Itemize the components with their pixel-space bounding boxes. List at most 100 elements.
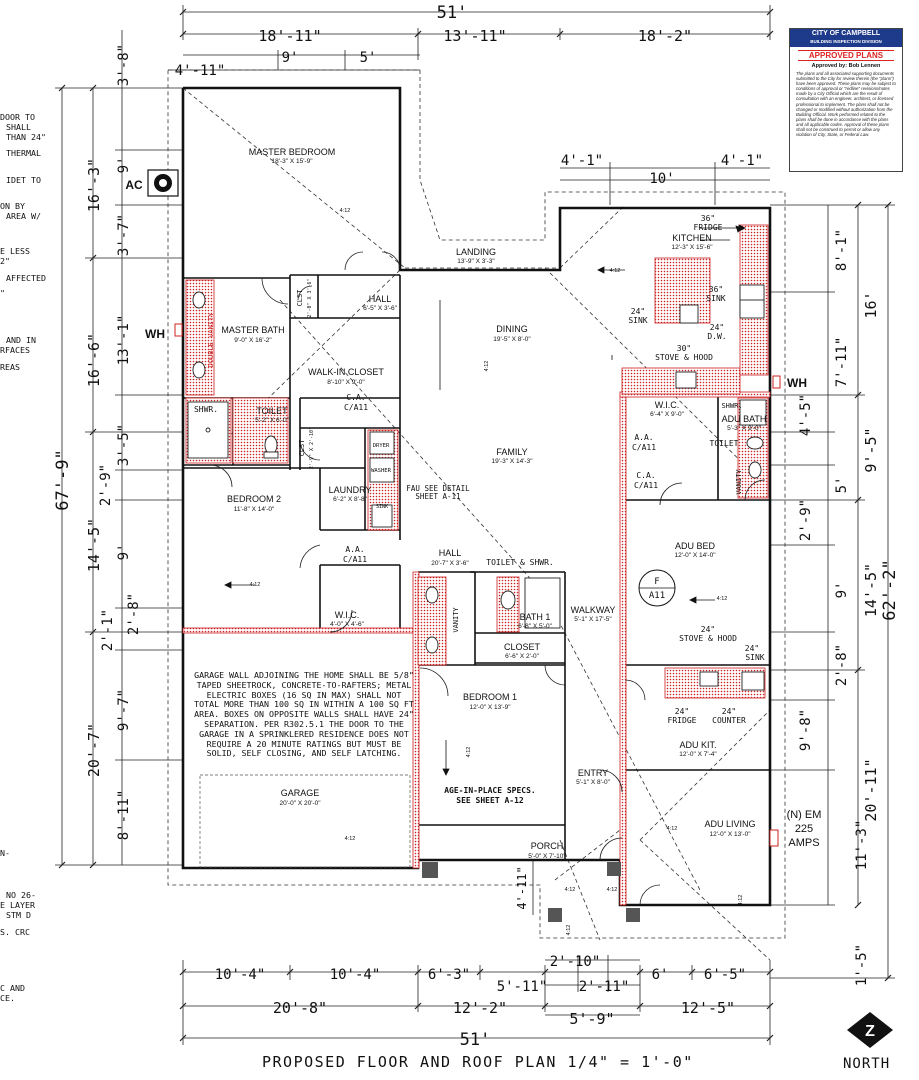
adu-fridge-label: FRIDGE — [668, 716, 697, 725]
slope-label: 4:12 — [610, 268, 621, 274]
ca-sheet: C/A11 — [344, 403, 368, 412]
slope-labels: 4:12 4:12 4:12 4:12 4:12 4:12 4:12 4:12 … — [250, 208, 744, 935]
wh-left-label: WH — [145, 327, 165, 341]
dimension-text: 51' 18'-11" 13'-11" 18'-2" 9' 5' 4'-11" … — [175, 3, 763, 1050]
room-dining-size: 19'-5" X 8'-0" — [493, 336, 531, 343]
slope-label: 4:12 — [565, 887, 576, 893]
dimension-lines — [55, 5, 895, 1045]
adu-stove-size: 24" — [701, 625, 715, 634]
room-bedroom-1-size: 12'-0" X 13'-9" — [469, 704, 511, 711]
door-swings — [209, 251, 766, 906]
room-dining: DINING — [496, 324, 528, 334]
room-bath-1-size: 6'-8" X 5'-0" — [518, 623, 553, 630]
adu-vanity-label: VANITY — [735, 469, 743, 495]
dim-right-mid-4: 20'-11" — [862, 758, 880, 821]
dim-right-inner-10: 1'-5" — [854, 944, 870, 986]
dim-bottom-3: 6'-3" — [428, 967, 470, 983]
ca2-label: C.A. — [636, 471, 655, 480]
room-landing: LANDING — [456, 247, 496, 257]
left-note-line: AFFECTED — [6, 273, 46, 283]
slope-label: 4:12 — [717, 596, 728, 602]
dim-right-inner-2: 7'-11" — [834, 337, 850, 388]
dim-bottom-7: 6'-5" — [704, 967, 746, 983]
room-hall-size: 6'-5" X 3'-6" — [363, 305, 398, 312]
left-note-line: E LESS — [0, 246, 30, 256]
stove30-size: 30" — [677, 344, 691, 353]
slope-label: 4:12 — [250, 582, 261, 588]
roof-outline — [167, 69, 786, 961]
room-adu-bath-size: 5'-3" X 9'-0" — [727, 425, 762, 432]
room-closet: CLOSET — [504, 642, 541, 652]
room-adu-bed: ADU BED — [675, 541, 716, 551]
aa-label: A.A. — [345, 545, 364, 554]
left-note-line: ON BY — [0, 201, 25, 211]
room-hall-2-size: 20'-7" X 3'-6" — [431, 560, 469, 567]
dim-right-inner-5: 2'-9" — [798, 499, 814, 541]
dw-label: D.W. — [707, 332, 726, 341]
dimension-ticks — [58, 8, 892, 1042]
dim-left-inner-4: 13'-1" — [116, 315, 132, 366]
fixtures — [187, 284, 767, 691]
dim-bottom-5: 2'-11" — [579, 979, 630, 995]
adu-fridge-size: 24" — [675, 707, 689, 716]
slope-label: 4:12 — [738, 895, 744, 906]
room-wic-adu: W.I.C. — [655, 400, 680, 410]
dim-right-inner-7: 2'-8" — [834, 644, 850, 686]
left-note-line: THERMAL — [6, 148, 41, 158]
left-note-line: E LAYER — [0, 900, 35, 910]
dim-overall-bottom: 51' — [460, 1030, 491, 1050]
room-entry: ENTRY — [578, 768, 608, 778]
garage-wall-note: GARAGE WALL ADJOINING THE HOME SHALL BE … — [194, 670, 414, 759]
slope-label: 4:12 — [667, 826, 678, 832]
left-note-line: IDET TO — [6, 175, 41, 185]
left-note-line: AREA W/ — [6, 211, 41, 221]
dim-kitchen-top-1: 4'-1" — [561, 153, 603, 169]
dim-left-mid-1: 16'-3" — [85, 158, 103, 212]
dim-bottom-2: 10'-4" — [330, 967, 381, 983]
dim-right-inner-9: 11'-3" — [854, 820, 870, 871]
clst1-label: CLST — [296, 289, 304, 307]
section-sheet-label: A11 — [649, 591, 665, 601]
sink24-label: SINK — [628, 316, 647, 325]
room-toilet-size: 5'-2" X 6'-0" — [255, 417, 290, 424]
room-adu-living-size: 12'-0" X 13'-0" — [709, 831, 751, 838]
left-note-line: N- — [0, 848, 10, 858]
em-line-1: (N) EM — [787, 809, 822, 821]
room-landing-size: 13'-9" X 3'-3" — [457, 258, 495, 265]
room-laundry: LAUNDRY — [329, 485, 372, 495]
dim-left-inner-8: 2'-8" — [126, 593, 142, 635]
left-note-line: " — [0, 288, 5, 298]
adu-counter-size: 24" — [722, 707, 736, 716]
dim-bottom2-2: 12'-2" — [453, 999, 507, 1017]
age-in-place-line-2: SEE SHEET A-12 — [456, 796, 524, 805]
north-label: NORTH — [843, 1056, 891, 1072]
room-master-bath: MASTER BATH — [221, 325, 284, 335]
adu-counter-label: COUNTER — [712, 716, 746, 725]
room-hall-2: HALL — [439, 548, 462, 558]
dim-left-inner-11: 8'-11" — [116, 790, 132, 841]
left-note-line: 2" — [0, 256, 10, 266]
water-heater-right-icon — [772, 375, 781, 389]
left-note-line: NO 26- — [6, 890, 36, 900]
dim-top-3: 18'-2" — [638, 27, 692, 45]
dim-left-inner-2: 9' — [116, 157, 132, 174]
aa-sheet: C/A11 — [343, 555, 367, 564]
fau-label: FAU SEE DETAIL — [406, 484, 470, 493]
dim-right-inner-6: 9' — [834, 582, 850, 599]
master-shwr-label: SHWR. — [194, 405, 218, 414]
room-porch: PORCH — [531, 841, 564, 851]
left-note-line: THAN 24" — [6, 132, 46, 142]
room-labels: MASTER BEDROOM 18'-3" X 15'-9" LANDING 1… — [221, 147, 766, 860]
dim-top-sub-2: 5' — [360, 50, 377, 66]
stamp-status: APPROVED PLANS — [798, 50, 894, 61]
left-note-line: S. CRC — [0, 927, 30, 937]
left-note-line: CE. — [0, 993, 15, 1003]
room-adu-bath: ADU BATH — [722, 414, 767, 424]
slope-label: 4:12 — [466, 747, 472, 758]
fridge-size: 36" — [701, 214, 715, 223]
fridge-label: FRIDGE — [694, 223, 723, 232]
dim-bottom2-3: 5'-9" — [569, 1010, 614, 1028]
left-note-line: RFACES — [0, 345, 30, 355]
room-family-size: 19'-3" X 14'-3" — [491, 458, 533, 465]
